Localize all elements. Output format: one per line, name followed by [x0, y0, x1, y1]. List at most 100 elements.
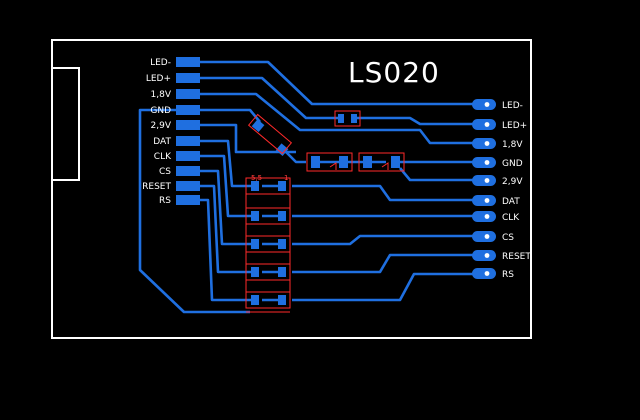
trace-led-plus-2	[354, 116, 484, 126]
smd-pad	[275, 143, 289, 157]
smd-pad	[251, 239, 259, 249]
trace-cs	[190, 169, 252, 246]
right-pad	[472, 119, 496, 130]
smd-pad	[339, 156, 348, 168]
right-pin-label: 1,8V	[502, 140, 523, 150]
silk-outline	[334, 110, 361, 127]
trace-gnd-bus	[138, 108, 250, 314]
smd-pad	[311, 156, 320, 168]
left-pin-label: LED-	[150, 58, 171, 68]
pad-hole	[484, 178, 490, 183]
left-pin-label: 1,8V	[151, 90, 172, 100]
smd-pad	[251, 295, 259, 305]
right-pads	[472, 99, 496, 279]
left-pad	[176, 166, 200, 176]
silk-diode-mark	[329, 162, 337, 170]
left-pin-label: 2,9V	[151, 121, 172, 131]
right-pin-label: CLK	[502, 213, 520, 223]
right-pin-label: RS	[502, 270, 514, 280]
pad-hole	[484, 198, 490, 203]
right-pin-label: LED+	[502, 121, 527, 131]
left-pad	[176, 120, 200, 130]
silk-outline	[306, 152, 353, 172]
right-pad	[472, 231, 496, 242]
trace-2v9	[190, 123, 296, 154]
smd-pad	[251, 267, 259, 277]
right-pin-label: DAT	[502, 197, 520, 207]
pad-hole	[484, 234, 490, 239]
right-pad	[472, 268, 496, 279]
left-pad	[176, 181, 200, 191]
left-pad	[176, 89, 200, 99]
right-pin-label: 2,9V	[502, 177, 523, 187]
trace-gnd	[190, 108, 261, 123]
left-pad	[176, 195, 200, 205]
left-connector-pads	[176, 57, 200, 205]
smd-pad	[338, 114, 344, 123]
trace-reset	[190, 184, 252, 274]
pad-hole	[484, 214, 490, 219]
board-title: LS020	[348, 56, 440, 89]
trace-reset-2	[292, 253, 484, 274]
left-pin-label: GND	[150, 106, 171, 116]
right-pad	[472, 211, 496, 222]
left-pin-label: CS	[159, 167, 171, 177]
left-pin-label: CLK	[154, 152, 172, 162]
silkscreen	[245, 110, 405, 313]
left-pin-label: RESET	[142, 182, 171, 192]
smd-pad	[278, 181, 286, 191]
pad-hole	[484, 253, 490, 258]
connector-cutout	[51, 67, 80, 181]
silk-label-right: 1	[284, 174, 288, 182]
left-pad	[176, 151, 200, 161]
trace-gnd-2	[285, 151, 306, 164]
left-pad	[176, 105, 200, 115]
smd-pad	[251, 119, 265, 133]
right-pad	[472, 195, 496, 206]
trace-cs-2	[292, 234, 484, 246]
right-pin-label: RESET	[502, 252, 531, 262]
trace-rs-2	[292, 272, 484, 302]
smd-pad	[278, 295, 286, 305]
right-pad	[472, 175, 496, 186]
trace-dat-2	[292, 184, 484, 202]
right-pin-label: CS	[502, 233, 514, 243]
silk-outline	[358, 152, 405, 172]
silk-label-left: 5,5	[251, 174, 262, 182]
trace-led-plus	[190, 76, 342, 120]
pad-hole	[484, 102, 490, 107]
board-outline	[51, 39, 532, 339]
left-pin-label: DAT	[153, 137, 171, 147]
right-pad-labels: LED- LED+ 1,8V GND 2,9V DAT CLK CS RESET…	[502, 101, 531, 280]
trace-1v8	[190, 92, 484, 145]
smd-pad	[278, 239, 286, 249]
smd-pad	[251, 181, 259, 191]
smd-pad	[363, 156, 372, 168]
silk-diode-mark	[381, 162, 389, 170]
smd-pads	[251, 114, 400, 305]
trace-clk	[190, 154, 252, 218]
trace-led-minus	[190, 60, 484, 106]
silk-outline	[245, 177, 291, 195]
copper-traces	[138, 60, 484, 314]
pad-hole	[484, 141, 490, 146]
pad-hole	[484, 160, 490, 165]
silk-outline	[247, 113, 293, 155]
smd-pad	[251, 211, 259, 221]
right-pad	[472, 157, 496, 168]
pad-hole	[484, 122, 490, 127]
smd-pad	[278, 211, 286, 221]
smd-pad	[278, 267, 286, 277]
left-pin-label: RS	[159, 196, 171, 206]
left-pad	[176, 73, 200, 83]
left-pin-label: LED+	[146, 74, 171, 84]
right-pin-label: LED-	[502, 101, 523, 111]
right-pad	[472, 250, 496, 261]
left-pad	[176, 136, 200, 146]
pad-hole	[484, 271, 490, 276]
trace-dat	[190, 139, 252, 188]
smd-pad	[391, 156, 400, 168]
right-pin-label: GND	[502, 159, 523, 169]
smd-pad	[351, 114, 357, 123]
